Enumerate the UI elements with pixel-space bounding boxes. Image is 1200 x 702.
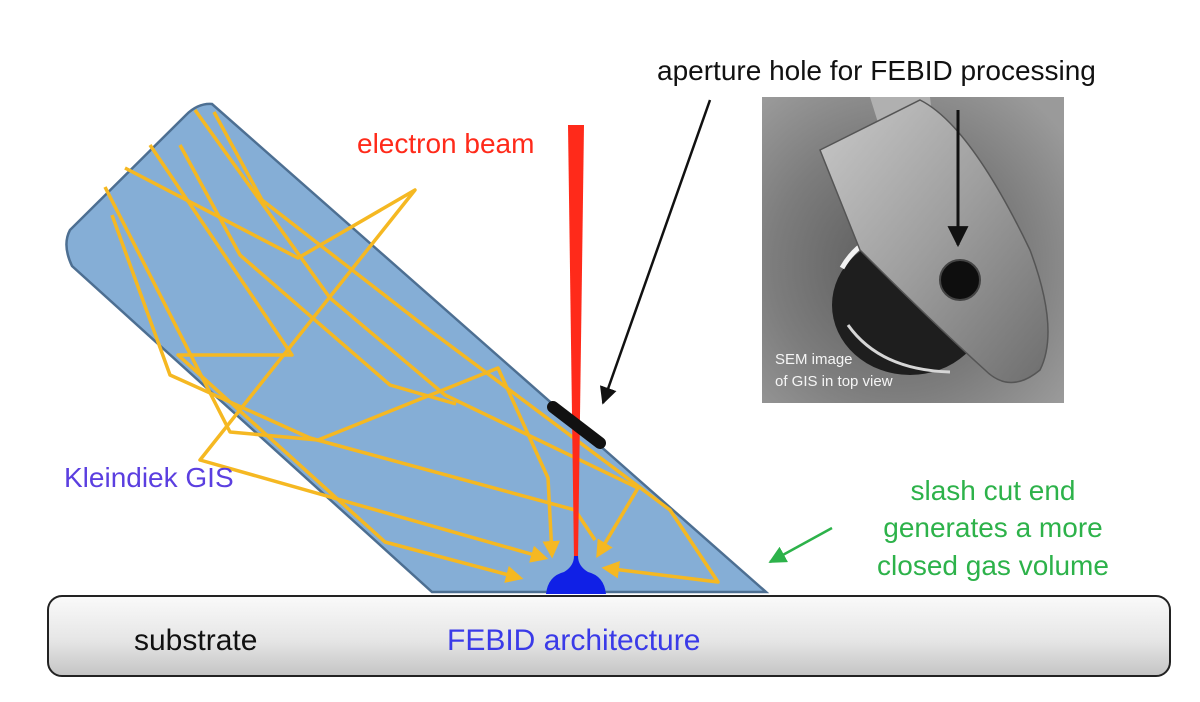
aperture-label: aperture hole for FEBID processing xyxy=(657,55,1096,86)
aperture-arrow xyxy=(599,99,712,405)
substrate-label: substrate xyxy=(134,624,257,657)
slash-cut-label-line3: closed gas volume xyxy=(877,550,1109,581)
gas-flow-rays xyxy=(103,108,720,584)
gis-label: Kleindiek GIS xyxy=(64,462,234,493)
slash-cut-label-line1: slash cut end xyxy=(911,475,1076,506)
febid-architecture-label: FEBID architecture xyxy=(447,624,700,657)
sem-image: SEM image of GIS in top view xyxy=(762,97,1064,403)
substrate-block xyxy=(47,595,1171,677)
aperture-hole-marker xyxy=(547,401,606,449)
sem-caption-line2: of GIS in top view xyxy=(775,373,893,390)
febid-deposit xyxy=(546,556,606,594)
electron-beam-label: electron beam xyxy=(357,128,534,159)
slash-cut-arrow xyxy=(768,526,833,564)
electron-beam xyxy=(568,125,584,560)
gis-nozzle xyxy=(65,102,770,594)
slash-cut-label-line2: generates a more xyxy=(883,512,1102,543)
sem-caption-line1: SEM image xyxy=(775,351,853,368)
